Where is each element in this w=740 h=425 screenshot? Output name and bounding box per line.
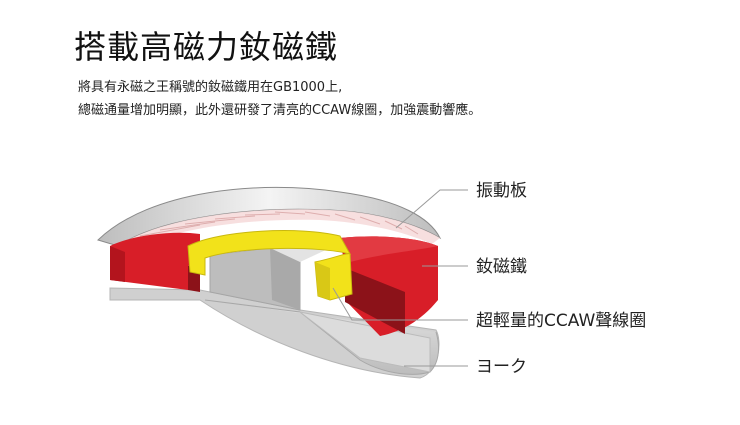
leader-line-coil xyxy=(332,287,468,321)
description-line-2: 總磁通量增加明顯，此外還研發了清亮的CCAW線圈，加強震動響應。 xyxy=(78,103,482,118)
diaphragm xyxy=(97,186,442,250)
leader-line-diaphragm xyxy=(395,189,468,229)
neodymium-magnet xyxy=(110,232,438,336)
callout-voice-coil: 超輕量的CCAW聲線圈 xyxy=(476,311,646,331)
callout-yoke: ヨーク xyxy=(476,357,527,377)
description: 將具有永磁之王稱號的釹磁鐵用在GB1000上, 總磁通量增加明顯，此外還研發了清… xyxy=(78,76,481,122)
ccaw-voice-coil xyxy=(187,230,353,301)
callout-diaphragm: 振動板 xyxy=(476,181,527,201)
callout-magnet: 釹磁鐵 xyxy=(476,257,527,277)
yoke xyxy=(109,240,440,379)
leader-lines xyxy=(332,189,468,367)
description-line-1: 將具有永磁之王稱號的釹磁鐵用在GB1000上, xyxy=(78,80,343,95)
page-title: 搭載高磁力釹磁鐵 xyxy=(74,28,339,66)
